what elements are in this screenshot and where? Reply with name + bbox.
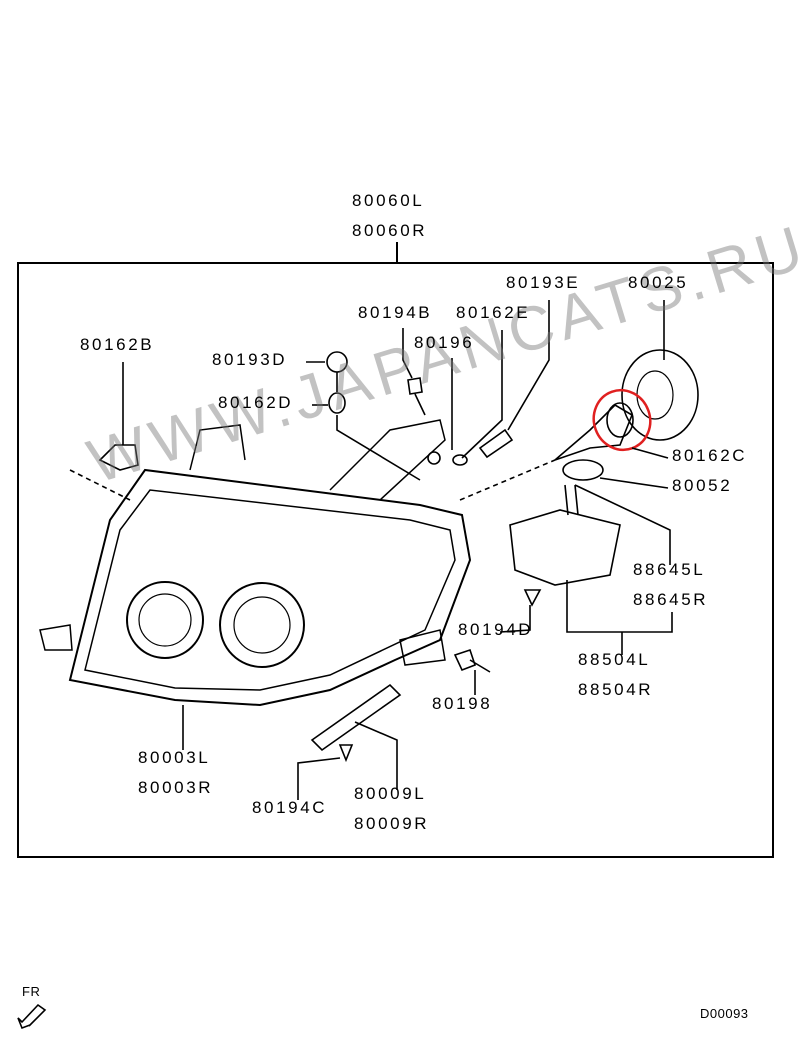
label-80162D[interactable]: 80162D	[218, 393, 294, 412]
label-88645R[interactable]: 88645R	[633, 590, 709, 609]
label-80003R[interactable]: 80003R	[138, 778, 214, 797]
igniter-88645	[564, 484, 579, 516]
label-80194C[interactable]: 80194C	[252, 798, 328, 817]
label-80003L[interactable]: 80003L	[138, 748, 211, 767]
label-80162B[interactable]: 80162B	[80, 335, 155, 354]
label-80194D[interactable]: 80194D	[458, 620, 534, 639]
screw-80194D	[523, 589, 542, 607]
front-direction-label: FR	[22, 984, 41, 999]
label-80193D[interactable]: 80193D	[212, 350, 288, 369]
label-80052[interactable]: 80052	[672, 476, 733, 495]
bulb-80162D	[328, 392, 346, 414]
screw-80194B	[407, 377, 426, 416]
cap-80025	[621, 349, 699, 441]
bolt-80198	[453, 648, 491, 673]
label-80025[interactable]: 80025	[628, 273, 689, 292]
label-80196[interactable]: 80196	[414, 333, 475, 352]
label-80060L[interactable]: 80060L	[352, 191, 425, 210]
diagram-code: D00093	[700, 1006, 749, 1021]
label-80060R[interactable]: 80060R	[352, 221, 428, 240]
label-80198[interactable]: 80198	[432, 694, 493, 713]
headlamp-housing	[39, 419, 472, 707]
label-80009L[interactable]: 80009L	[354, 784, 427, 803]
front-arrow-icon	[17, 1003, 47, 1030]
label-88645L[interactable]: 88645L	[633, 560, 706, 579]
nut-80196	[427, 451, 441, 465]
label-80162E[interactable]: 80162E	[456, 303, 531, 322]
label-80193E[interactable]: 80193E	[506, 273, 581, 292]
socket-80193E	[478, 428, 514, 459]
leader-lines	[69, 300, 673, 800]
label-80162C[interactable]: 80162C	[672, 446, 748, 465]
bulb-80162B	[98, 444, 139, 471]
label-80009R[interactable]: 80009R	[354, 814, 430, 833]
assembly-frame	[17, 262, 774, 858]
ring-80052	[562, 459, 604, 481]
screw-80194C	[338, 744, 354, 763]
ballast-88504	[509, 509, 621, 586]
bulb-80162E	[452, 454, 468, 466]
label-88504L[interactable]: 88504L	[578, 650, 651, 669]
label-80194B[interactable]: 80194B	[358, 303, 433, 322]
bracket-80009	[310, 683, 402, 752]
label-88504R[interactable]: 88504R	[578, 680, 654, 699]
